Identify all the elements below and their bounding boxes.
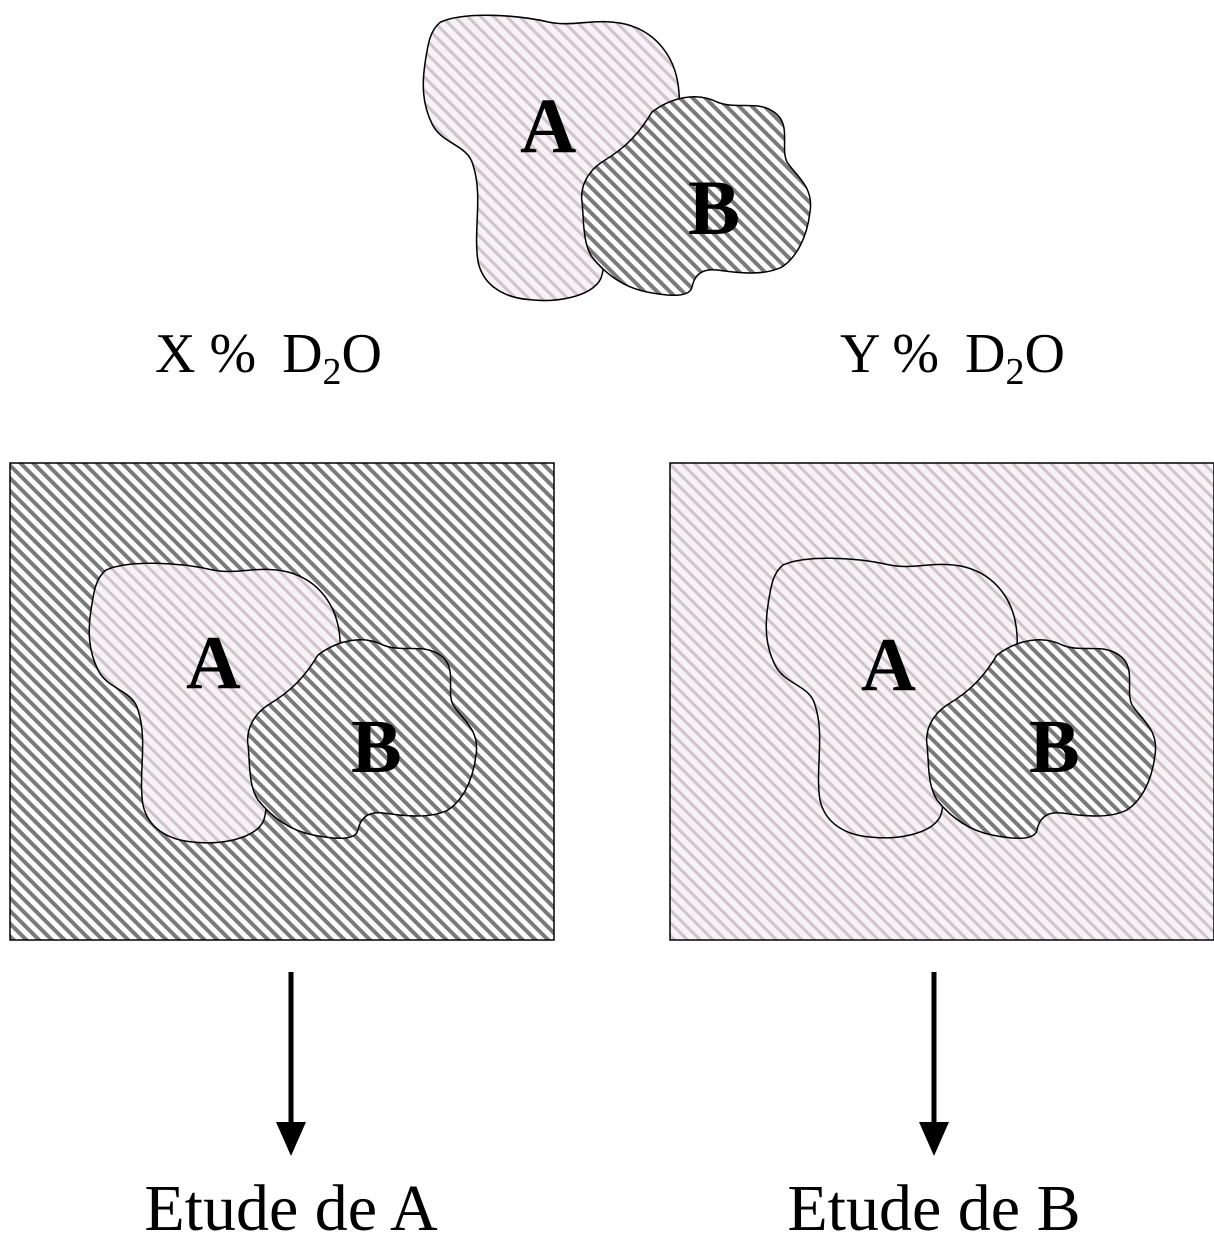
outcome-left: Etude de A	[144, 1172, 438, 1236]
left-label-b: B	[351, 705, 402, 789]
top-complex: A B	[423, 15, 810, 300]
arrow-left-head	[276, 1122, 306, 1156]
caption-left-o: O	[342, 323, 382, 385]
top-label-a: A	[520, 82, 576, 169]
caption-left: X % D2O	[155, 323, 382, 393]
top-label-b: B	[688, 164, 740, 251]
box-left: A B	[10, 463, 554, 940]
caption-right: Y % D2O	[840, 323, 1065, 393]
arrow-right	[919, 972, 949, 1156]
caption-right-o: O	[1024, 323, 1064, 385]
right-label-a: A	[861, 623, 916, 707]
left-label-a: A	[186, 621, 241, 705]
caption-right-prefix: Y %	[840, 323, 939, 385]
arrow-left	[276, 972, 306, 1156]
caption-left-prefix: X %	[155, 323, 256, 385]
arrow-right-head	[919, 1122, 949, 1156]
svg-text:Y % D2O: Y % D2O	[840, 323, 1065, 393]
caption-left-d: D	[282, 323, 322, 385]
outcome-right: Etude de B	[787, 1172, 1080, 1236]
caption-left-sub: 2	[323, 351, 342, 393]
right-label-b: B	[1029, 705, 1080, 789]
svg-text:X % D2O: X % D2O	[155, 323, 382, 393]
caption-right-sub: 2	[1005, 351, 1024, 393]
box-right: A B	[670, 463, 1214, 940]
caption-right-d: D	[965, 323, 1005, 385]
